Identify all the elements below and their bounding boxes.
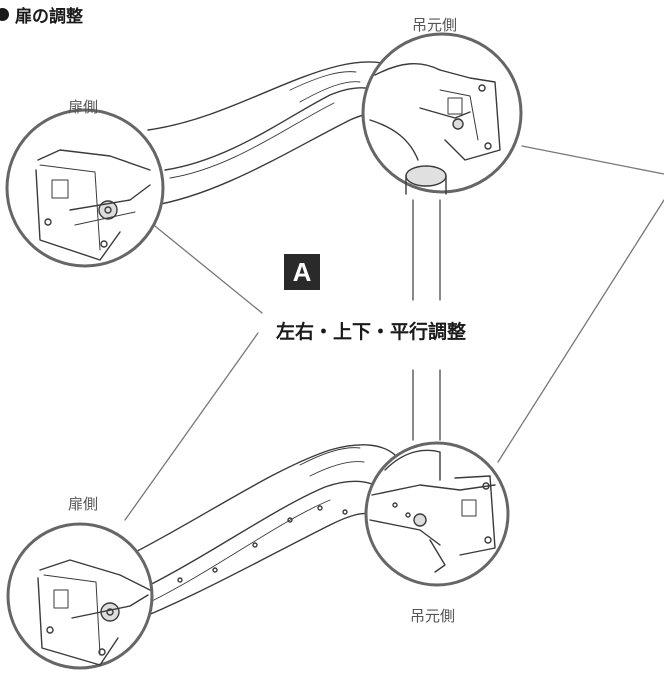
- section-title: 扉の調整: [0, 2, 83, 27]
- section-title-text: 扉の調整: [15, 7, 83, 27]
- label-door-side-bottom: 扉側: [68, 495, 99, 513]
- bullet-icon: [0, 8, 9, 21]
- label-door-side-top: 扉側: [68, 98, 99, 116]
- label-hinge-side-bottom: 吊元側: [410, 607, 456, 625]
- lower-arm: [111, 444, 396, 631]
- adjustment-caption: 左右・上下・平行調整: [276, 321, 467, 343]
- detail-circle-door-side-bottom: [6, 522, 154, 670]
- detail-circle-hinge-side-top: [361, 32, 523, 195]
- detail-circle-door-side-top: [5, 108, 165, 268]
- leader-lines: [124, 145, 664, 521]
- vertical-shaft: [412, 199, 441, 441]
- marker-badge: A: [284, 254, 320, 290]
- label-hinge-side-top: 吊元側: [412, 16, 458, 34]
- detail-circle-hinge-side-bottom: [364, 441, 510, 587]
